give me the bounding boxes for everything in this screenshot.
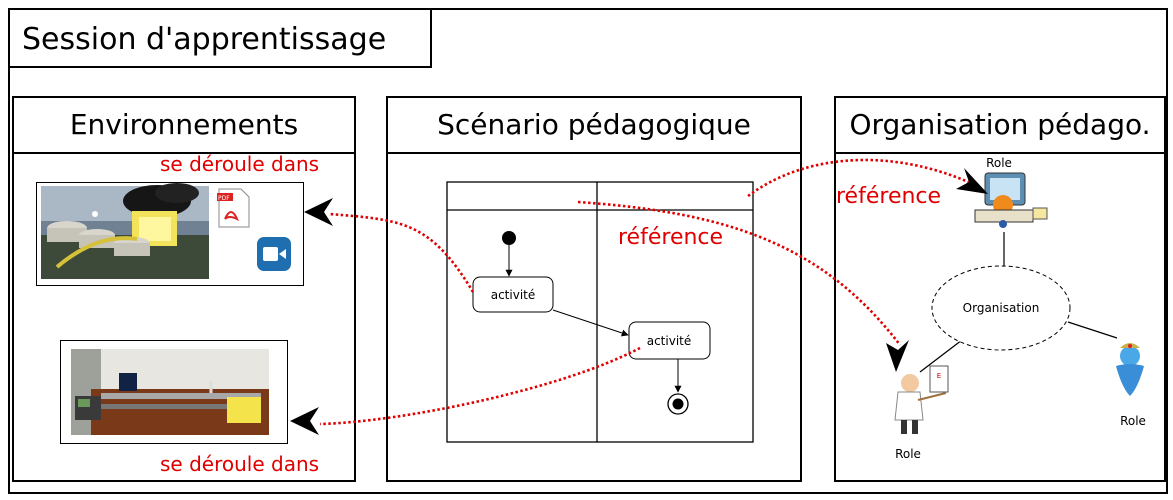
role-label-right: Role — [1120, 414, 1146, 428]
flow-activity1-to-activity2 — [552, 309, 629, 337]
final-node — [667, 393, 689, 415]
role-figure-doctor-icon: E — [894, 365, 949, 434]
arrowhead-doctor-role — [886, 340, 909, 372]
organisation-heading: Organisation pédago. — [836, 98, 1164, 154]
relation-label-reference-organisation: référence — [836, 184, 942, 209]
role-label-left: Role — [895, 447, 921, 461]
link-organisation-role-left — [919, 339, 963, 373]
activity-node-1: activité — [472, 276, 554, 313]
video-camera-icon — [257, 237, 291, 271]
environment-thumbnail-refinery: PDF — [36, 182, 304, 286]
activity-swimlanes — [446, 181, 754, 443]
session-title: Session d'apprentissage — [8, 8, 432, 68]
arrowhead-computer-role — [956, 168, 988, 194]
role-figure-genie-icon — [1116, 343, 1144, 396]
pdf-icon: PDF — [217, 188, 250, 228]
link-organisation-role-right — [1067, 321, 1118, 339]
initial-node — [502, 231, 516, 245]
environments-heading: Environnements — [14, 98, 354, 154]
link-activity2-to-environment-bottom — [319, 346, 641, 426]
svg-text:PDF: PDF — [218, 195, 230, 202]
svg-text:activité: activité — [491, 288, 536, 302]
environment-thumbnail-lab — [60, 340, 288, 444]
relation-label-takes-place-top: se déroule dans — [160, 152, 320, 176]
svg-text:E: E — [937, 372, 941, 380]
link-scenario-to-computer-role — [747, 158, 976, 198]
organisation-node: Organisation — [931, 265, 1071, 351]
refinery-scene-image: PDF — [41, 183, 291, 279]
session-frame — [8, 8, 1168, 494]
relation-label-reference-scenario: référence — [618, 225, 724, 250]
link-activity1-to-environment-top — [329, 212, 475, 293]
role-label-top: Role — [986, 156, 1012, 170]
relation-label-takes-place-bottom: se déroule dans — [160, 452, 320, 476]
organisation-panel: Organisation pédago. — [834, 96, 1166, 482]
lab-bench-image — [71, 349, 269, 435]
activity-node-2: activité — [628, 321, 711, 360]
scenario-heading: Scénario pédagogique — [388, 98, 800, 154]
svg-text:Organisation: Organisation — [963, 301, 1040, 315]
role-figure-computer-user-icon — [974, 172, 1048, 228]
svg-text:activité: activité — [647, 334, 692, 348]
scenario-panel: Scénario pédagogique — [386, 96, 802, 482]
arrowhead-environment-bottom — [290, 407, 319, 435]
arrowhead-environment-top — [304, 198, 333, 226]
link-scenario-to-doctor-role — [577, 200, 902, 346]
relation-links — [319, 158, 976, 426]
